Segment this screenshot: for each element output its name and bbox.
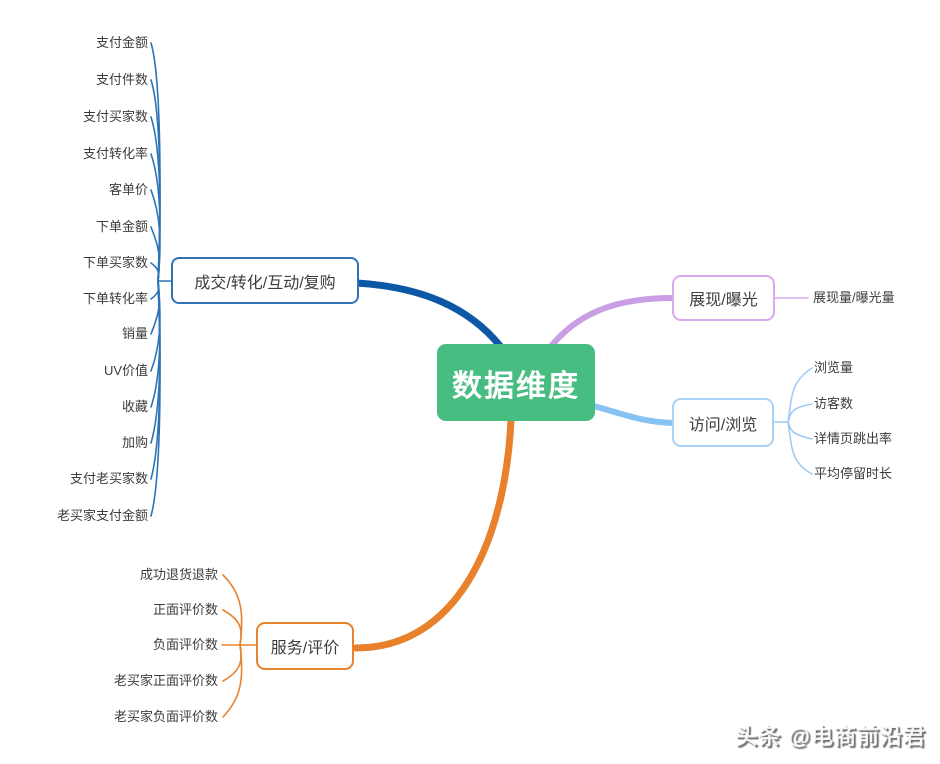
leaf-bounce-rate[interactable]: 详情页跳出率 (814, 431, 893, 446)
leaf-favorites[interactable]: 收藏 (121, 399, 148, 414)
leaf-visitors[interactable]: 访客数 (814, 396, 854, 411)
branch-connector-visit (591, 403, 676, 426)
leaf-order-buyers[interactable]: 下单买家数 (82, 255, 148, 270)
leaf-positive-reviews[interactable]: 正面评价数 (152, 602, 218, 617)
toutiao-watermark: 头条 @电商前沿君 (735, 724, 926, 749)
branch-connector-deal (353, 279, 505, 351)
central-topic[interactable]: 数据维度 (437, 344, 595, 421)
visit-leaf-connectors (773, 367, 813, 475)
leaf-avg-stay-time[interactable]: 平均停留时长 (814, 466, 893, 481)
branch-connector-impression (545, 295, 676, 353)
leaf-impression-exposure[interactable]: 展现量/曝光量 (813, 290, 895, 305)
branch-topic-service[interactable]: 服务/评价 (256, 622, 354, 670)
branch-topic-visit[interactable]: 访问/浏览 (672, 398, 774, 447)
leaf-order-amount[interactable]: 下单金额 (95, 219, 148, 234)
branch-topic-impression[interactable]: 展现/曝光 (672, 275, 775, 321)
leaf-sales-volume[interactable]: 销量 (121, 326, 148, 341)
leaf-repeat-positive[interactable]: 老买家正面评价数 (113, 673, 218, 688)
leaf-add-to-cart[interactable]: 加购 (121, 435, 148, 450)
service-leaf-connectors (221, 574, 257, 718)
leaf-pay-amount[interactable]: 支付金额 (95, 35, 148, 50)
leaf-negative-reviews[interactable]: 负面评价数 (152, 637, 218, 652)
leaf-pay-buyers[interactable]: 支付买家数 (82, 109, 148, 124)
branch-connector-service (352, 416, 515, 652)
leaf-pay-items[interactable]: 支付件数 (95, 72, 148, 87)
leaf-uv-value[interactable]: UV价值 (103, 363, 148, 378)
leaf-repeat-pay-amount[interactable]: 老买家支付金额 (56, 508, 148, 523)
leaf-repeat-negative[interactable]: 老买家负面评价数 (113, 709, 218, 724)
leaf-pay-conversion[interactable]: 支付转化率 (82, 146, 148, 161)
leaf-avg-order-value[interactable]: 客单价 (108, 182, 148, 197)
leaf-order-conversion[interactable]: 下单转化率 (82, 291, 148, 306)
branch-topic-deal[interactable]: 成交/转化/互动/复购 (171, 257, 359, 304)
deal-leaf-connectors (150, 42, 172, 517)
leaf-refund-success[interactable]: 成功退货退款 (139, 567, 218, 582)
leaf-page-views[interactable]: 浏览量 (814, 360, 854, 375)
leaf-repeat-pay-buyers[interactable]: 支付老买家数 (69, 471, 148, 486)
